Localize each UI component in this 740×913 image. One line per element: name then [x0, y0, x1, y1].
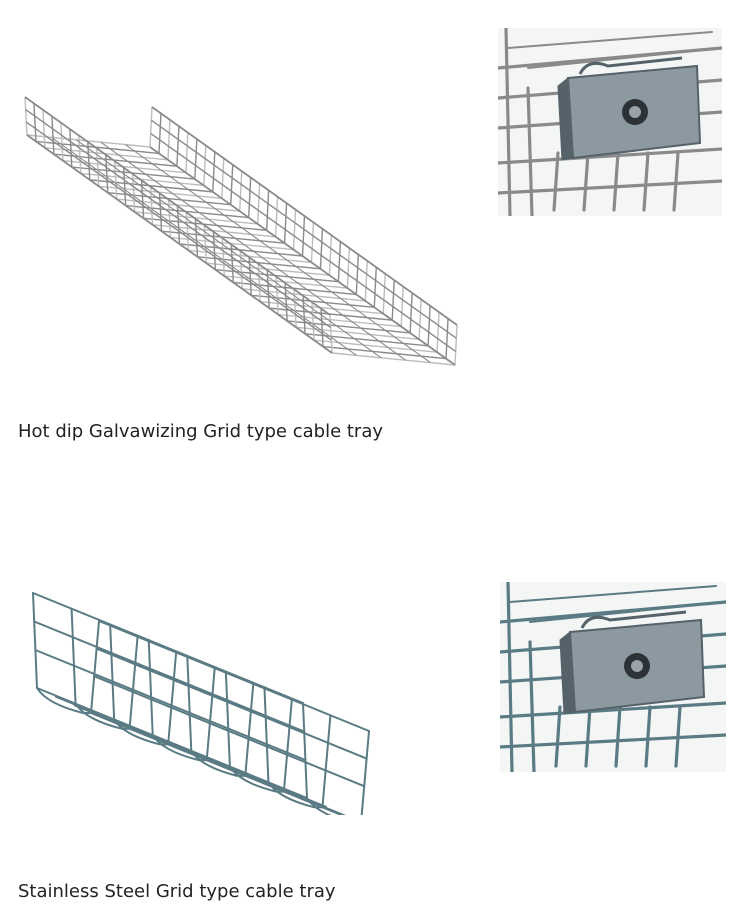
stainless-tray-caption: Stainless Steel Grid type cable tray — [18, 881, 336, 902]
galvanized-clamp-detail-image — [496, 26, 724, 218]
stainless-cable-tray-image — [25, 585, 385, 824]
stainless-clamp-detail-image — [498, 580, 728, 774]
galvanized-tray-wire-icon — [24, 96, 458, 366]
galvanized-tray-caption: Hot dip Galvawizing Grid type cable tray — [18, 421, 384, 442]
stainless-tray-wire-icon — [32, 592, 370, 824]
galvanized-cable-tray-image — [15, 85, 470, 370]
galvanized-splice-clamp-icon — [496, 26, 724, 218]
stainless-splice-clamp-icon — [498, 580, 728, 774]
